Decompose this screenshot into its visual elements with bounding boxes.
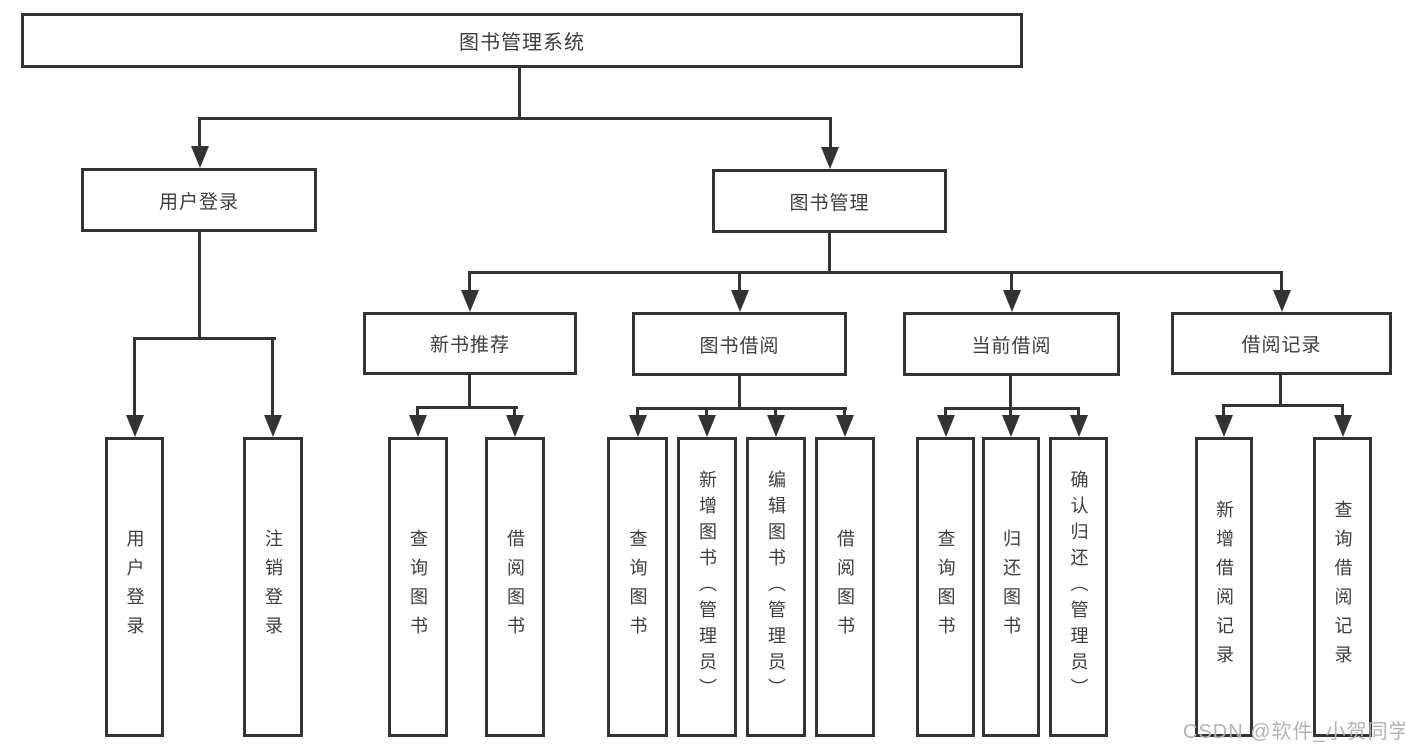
arrow-down xyxy=(731,290,749,312)
connector xyxy=(518,67,521,119)
arrow-down xyxy=(767,415,785,437)
connector xyxy=(1222,404,1344,407)
leaf-query-books-current: 查询图书 xyxy=(916,437,975,737)
arrow-down xyxy=(821,147,839,169)
connector xyxy=(513,406,516,418)
connector xyxy=(133,337,136,417)
connector xyxy=(738,376,741,409)
leaf-add-borrow-record: 新增借阅记录 xyxy=(1195,437,1253,737)
leaf-query-books-recommend: 查询图书 xyxy=(388,437,448,737)
connector xyxy=(271,337,274,417)
connector xyxy=(1010,271,1013,292)
connector xyxy=(1222,404,1225,418)
connector xyxy=(829,117,832,148)
arrow-down xyxy=(126,415,144,437)
arrow-down xyxy=(1002,415,1020,437)
connector xyxy=(738,271,741,292)
connector xyxy=(468,375,471,409)
leaf-add-books-admin: 新增图书（管理员） xyxy=(677,437,737,737)
connector xyxy=(416,406,419,418)
leaf-query-books-borrowing: 查询图书 xyxy=(607,437,668,737)
csdn-watermark: CSDN @软件_小贺同学 xyxy=(1183,721,1405,743)
connector xyxy=(469,271,1282,274)
connector xyxy=(636,407,639,418)
connector xyxy=(198,117,832,120)
connector xyxy=(416,406,518,409)
connector xyxy=(828,233,831,274)
connector xyxy=(705,407,708,418)
node-book-borrowing: 图书借阅 xyxy=(632,312,847,376)
leaf-edit-books-admin: 编辑图书（管理员） xyxy=(746,437,806,737)
leaf-confirm-return-admin: 确认归还（管理员） xyxy=(1049,437,1108,737)
connector xyxy=(774,407,777,418)
connector xyxy=(1341,404,1344,418)
leaf-return-books: 归还图书 xyxy=(982,437,1040,737)
arrow-down xyxy=(629,415,647,437)
node-current-borrowing: 当前借阅 xyxy=(903,312,1120,376)
connector xyxy=(133,337,276,340)
node-new-book-recommend: 新书推荐 xyxy=(363,312,577,375)
arrow-down xyxy=(1003,290,1021,312)
connector xyxy=(1009,407,1012,418)
leaf-borrow-books-recommend: 借阅图书 xyxy=(485,437,545,737)
connector xyxy=(944,407,1080,410)
arrow-down xyxy=(1273,290,1291,312)
node-book-management: 图书管理 xyxy=(712,169,947,233)
arrow-down xyxy=(264,415,282,437)
node-user-login: 用户登录 xyxy=(81,168,317,232)
connector xyxy=(944,407,947,418)
leaf-user-login: 用户登录 xyxy=(105,437,164,737)
arrow-down xyxy=(1215,415,1233,437)
arrow-down xyxy=(836,415,854,437)
connector xyxy=(636,407,847,410)
leaf-borrow-books: 借阅图书 xyxy=(815,437,875,737)
arrow-down xyxy=(409,415,427,437)
leaf-logout: 注销登录 xyxy=(243,437,303,737)
connector xyxy=(468,271,471,292)
arrow-down xyxy=(1334,415,1352,437)
arrow-down xyxy=(506,415,524,437)
connector xyxy=(1279,375,1282,407)
arrow-down xyxy=(937,415,955,437)
connector xyxy=(198,232,201,340)
node-library-management-system: 图书管理系统 xyxy=(21,13,1023,68)
connector xyxy=(1280,271,1283,292)
connector xyxy=(843,407,846,418)
arrow-down xyxy=(1070,415,1088,437)
connector xyxy=(198,117,201,148)
connector xyxy=(1009,376,1012,409)
arrow-down xyxy=(698,415,716,437)
node-borrowing-records: 借阅记录 xyxy=(1171,312,1392,375)
leaf-query-borrow-record: 查询借阅记录 xyxy=(1313,437,1372,737)
arrow-down xyxy=(461,290,479,312)
arrow-down xyxy=(191,146,209,168)
connector xyxy=(1077,407,1080,418)
